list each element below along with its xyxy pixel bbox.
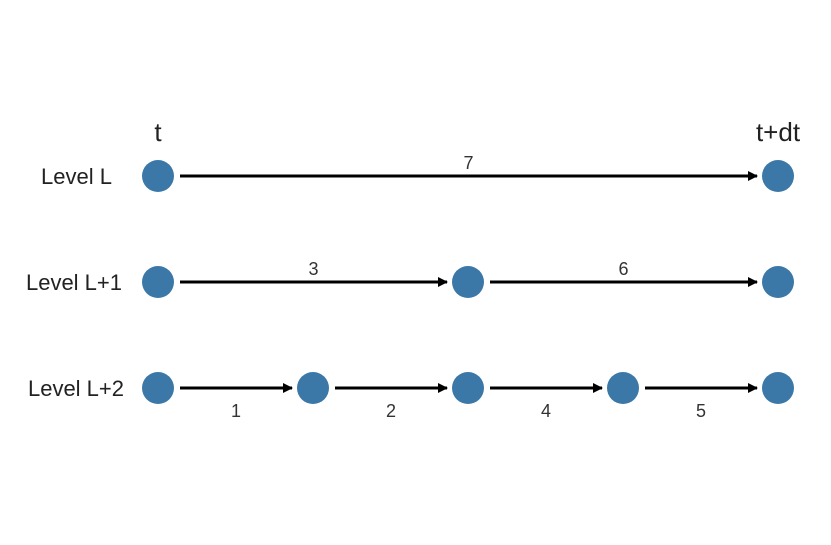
level-label: Level L+1 xyxy=(26,270,122,295)
time-node xyxy=(297,372,329,404)
time-label-end: t+dt xyxy=(756,117,801,147)
step-number-label: 4 xyxy=(541,401,551,421)
level-row-1: Level L+1 3 6 xyxy=(26,259,794,298)
time-node xyxy=(452,372,484,404)
time-node xyxy=(142,266,174,298)
step-number-label: 3 xyxy=(308,259,318,279)
level-row-0: Level L 7 xyxy=(41,153,794,192)
time-node xyxy=(607,372,639,404)
step-number-label: 1 xyxy=(231,401,241,421)
step-number-label: 6 xyxy=(618,259,628,279)
time-node xyxy=(762,160,794,192)
time-node xyxy=(452,266,484,298)
step-number-label: 7 xyxy=(463,153,473,173)
step-number-label: 5 xyxy=(696,401,706,421)
level-label: Level L+2 xyxy=(28,376,124,401)
time-node xyxy=(762,372,794,404)
level-label: Level L xyxy=(41,164,112,189)
step-number-label: 2 xyxy=(386,401,396,421)
time-node xyxy=(142,160,174,192)
time-node xyxy=(142,372,174,404)
level-row-2: Level L+2 1 2 4 5 xyxy=(28,372,794,421)
time-node xyxy=(762,266,794,298)
time-label-start: t xyxy=(154,117,162,147)
